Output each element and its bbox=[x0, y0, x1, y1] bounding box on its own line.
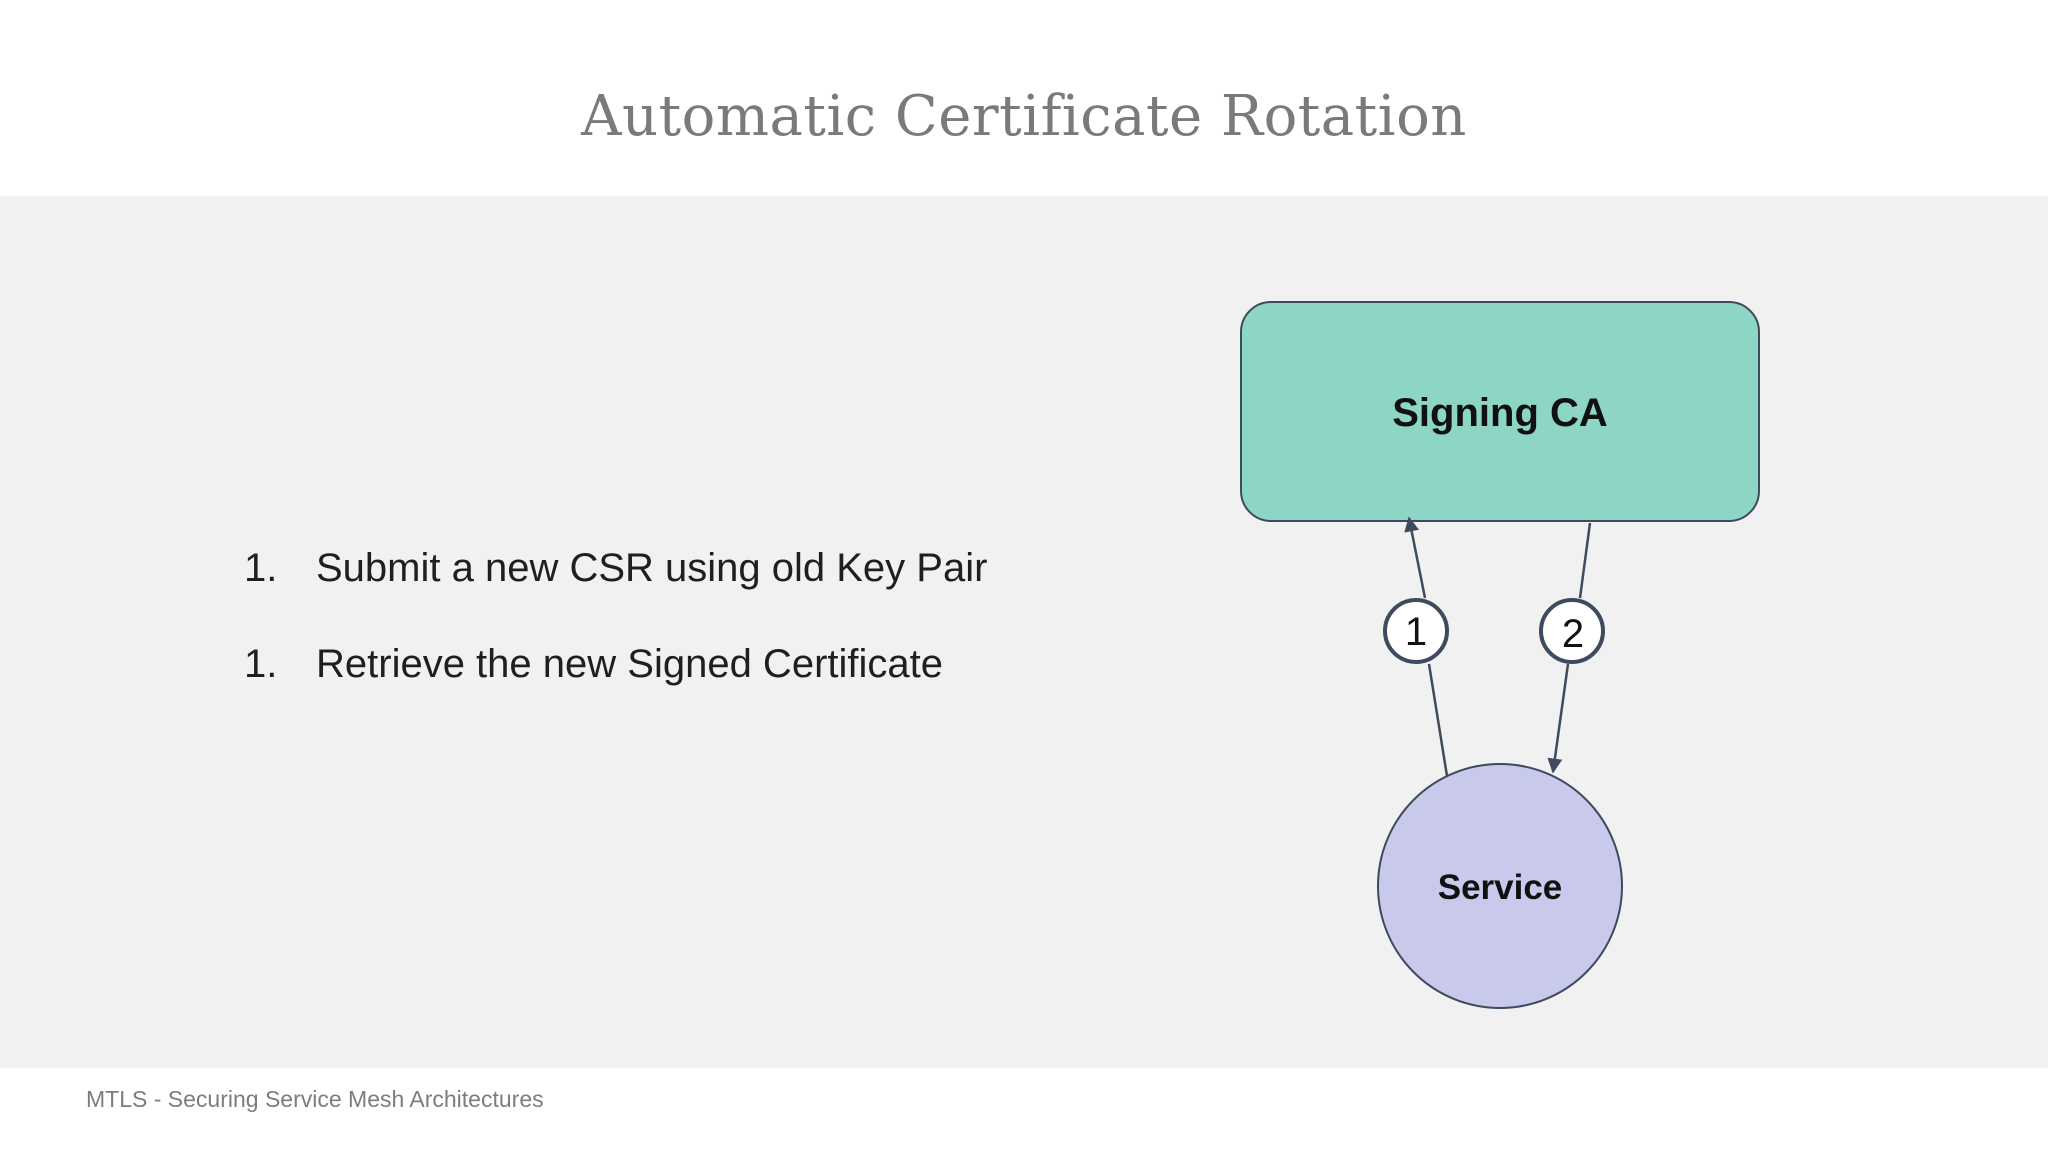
slide-footer bbox=[0, 1068, 2048, 1152]
arrow-1-lower bbox=[1427, 663, 1449, 777]
step-number: 1. bbox=[244, 642, 278, 686]
arrow-2-upper bbox=[1578, 522, 1592, 599]
footer-text: MTLS - Securing Service Mesh Architectur… bbox=[86, 1086, 544, 1112]
step-marker-2 bbox=[1539, 598, 1605, 664]
signing-ca-label: Signing CA bbox=[1392, 391, 1608, 435]
slide-header bbox=[0, 0, 2048, 196]
step-marker-1 bbox=[1383, 598, 1449, 664]
slide-title: Automatic Certificate Rotation bbox=[581, 84, 1467, 149]
step-marker-1-label: 1 bbox=[1405, 610, 1427, 654]
arrow-1-upper bbox=[1404, 516, 1427, 599]
step-marker-2-label: 2 bbox=[1562, 612, 1584, 656]
step-text: Retrieve the new Signed Certificate bbox=[316, 642, 943, 686]
service-label: Service bbox=[1438, 868, 1563, 907]
step-text: Submit a new CSR using old Key Pair bbox=[316, 546, 988, 590]
service-circle bbox=[1377, 763, 1623, 1009]
signing-ca-box bbox=[1240, 301, 1760, 522]
step-number: 1. bbox=[244, 546, 278, 590]
arrow-2-lower bbox=[1547, 663, 1570, 774]
